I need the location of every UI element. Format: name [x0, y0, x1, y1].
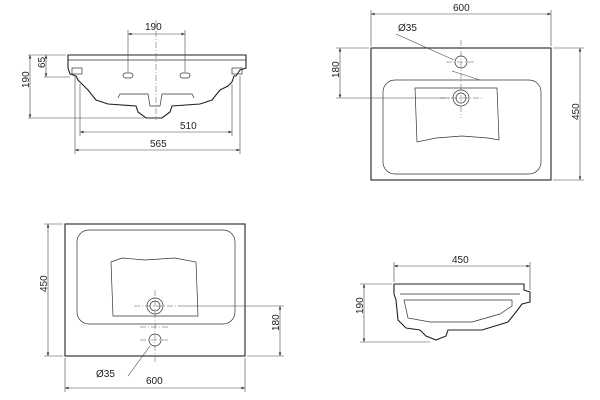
front-mount-hole-left	[122, 72, 134, 79]
front-dim-65-label: 65	[37, 56, 48, 68]
top-right-dim-450-label: 450	[571, 103, 582, 120]
side-inner-basin	[403, 299, 513, 323]
side-dim-450-label: 450	[452, 255, 469, 266]
front-view-outline	[67, 54, 247, 119]
front-mount-hole-right	[179, 72, 191, 79]
top-left-inner-shape	[110, 257, 199, 317]
top-right-inner-shape	[414, 87, 500, 143]
top-right-bowl	[382, 79, 542, 175]
front-dim-190-vert-label: 190	[21, 71, 32, 88]
side-view: 450 190	[355, 255, 531, 343]
top-left-dim-hole-label: Ø35	[96, 369, 115, 380]
side-view-outline	[393, 283, 531, 341]
front-dim-190-label: 190	[145, 22, 162, 33]
front-view: 190 65 190 510 565	[21, 20, 247, 154]
top-left-bowl	[76, 229, 236, 325]
front-left-notch	[71, 67, 83, 75]
top-view-left: 450 180 600 Ø35	[39, 223, 284, 392]
front-dim-565-label: 565	[150, 139, 167, 150]
top-left-dim-600-label: 600	[146, 376, 163, 387]
front-drain-detail	[117, 93, 195, 107]
front-right-notch	[231, 67, 243, 75]
side-dim-190-label: 190	[355, 297, 366, 314]
top-right-tap-leader	[451, 70, 481, 81]
top-right-dim-hole-leader	[395, 33, 455, 61]
top-right-dim-hole-label: Ø35	[398, 23, 417, 34]
front-dim-510-label: 510	[180, 121, 197, 132]
top-left-dim-hole-leader	[127, 345, 151, 377]
top-view-right: 600 180 450 Ø35	[331, 3, 584, 181]
top-right-dim-600-label: 600	[453, 3, 470, 14]
top-left-dim-180-label: 180	[271, 314, 282, 331]
top-left-dim-450-label: 450	[39, 275, 50, 292]
top-right-dim-180-label: 180	[331, 61, 342, 78]
